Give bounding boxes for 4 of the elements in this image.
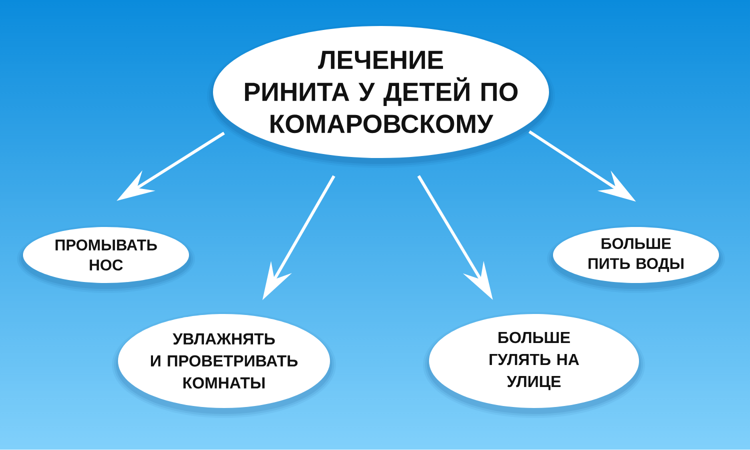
ellipse-node: БОЛЬШЕ ПИТЬ ВОДЫ xyxy=(547,225,725,293)
ellipse-node: УВЛАЖНЯТЬ И ПРОВЕТРИВАТЬ КОМНАТЫ xyxy=(112,312,336,418)
ellipse-node: БОЛЬШЕ ГУЛЯТЬ НА УЛИЦЕ xyxy=(423,312,645,418)
ellipse-node: ПРОМЫВАТЬ НОС xyxy=(17,225,195,293)
